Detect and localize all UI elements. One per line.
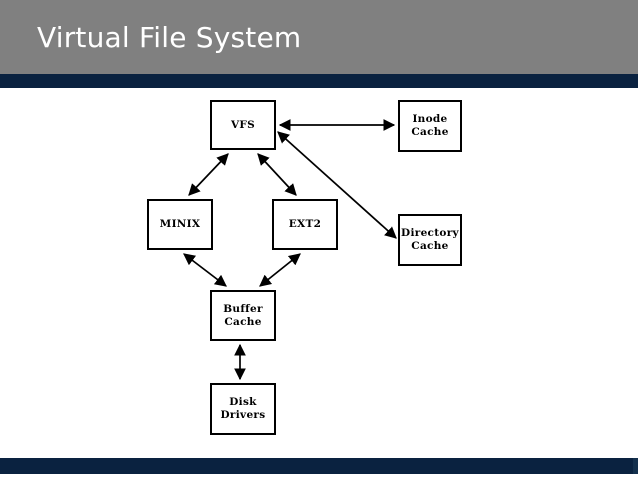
header-accent-rule <box>0 74 638 88</box>
vfs-architecture-diagram: VFS Inode Cache MINIX EXT2 Directory Cac… <box>0 88 638 458</box>
edge-vfs-directory-cache <box>277 131 397 239</box>
diagram-node-label: Buffer Cache <box>223 302 263 328</box>
edge-vfs-minix <box>188 153 229 196</box>
page-title: Virtual File System <box>37 21 302 54</box>
footer-accent-rule <box>0 458 633 474</box>
diagram-node-label: EXT2 <box>288 218 322 230</box>
slide-header-band <box>0 0 638 74</box>
diagram-node-minix[interactable]: MINIX <box>147 199 213 250</box>
diagram-node-label: MINIX <box>159 218 201 230</box>
footer-strip <box>0 474 638 479</box>
diagram-node-vfs[interactable]: VFS <box>210 100 276 150</box>
edge-ext2-buffer-cache <box>259 253 301 287</box>
edge-minix-buffer-cache <box>183 253 227 287</box>
diagram-connectors <box>183 119 397 381</box>
footer-accent-rule-tail <box>633 458 638 474</box>
diagram-node-inode-cache[interactable]: Inode Cache <box>398 100 462 152</box>
diagram-node-directory-cache[interactable]: Directory Cache <box>398 214 462 266</box>
edge-vfs-ext2 <box>257 153 297 196</box>
diagram-node-ext2[interactable]: EXT2 <box>272 199 338 250</box>
diagram-node-label: Inode Cache <box>411 113 449 138</box>
diagram-node-buffer-cache[interactable]: Buffer Cache <box>210 290 276 341</box>
diagram-node-label: VFS <box>230 118 256 131</box>
diagram-node-label: Disk Drivers <box>220 396 266 421</box>
diagram-node-disk-drivers[interactable]: Disk Drivers <box>210 383 276 435</box>
diagram-node-label: Directory Cache <box>401 227 459 252</box>
